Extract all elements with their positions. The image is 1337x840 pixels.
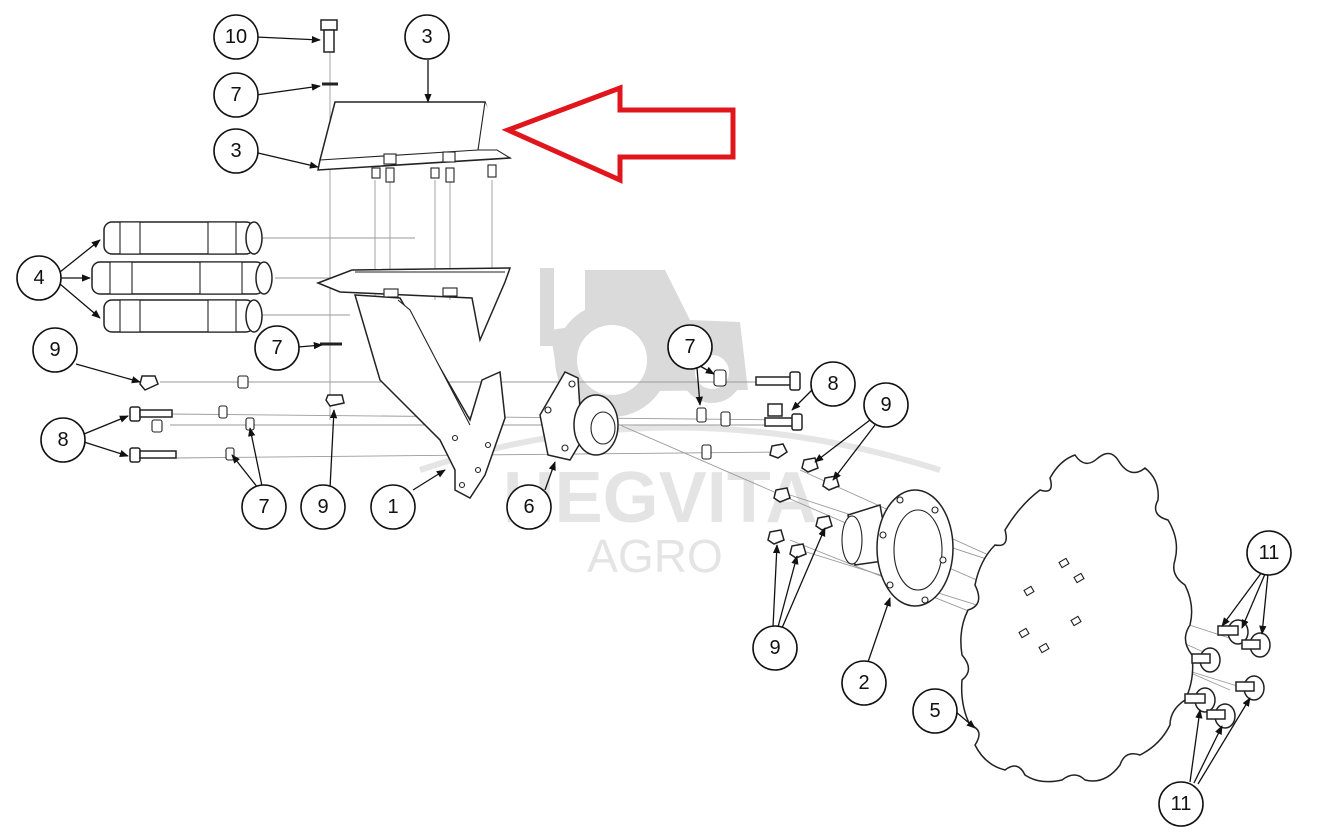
svg-text:4: 4 (33, 267, 44, 289)
leader-lines (59, 35, 1269, 785)
callout-2: 2 (841, 660, 887, 706)
callout-7-top: 7 (213, 72, 259, 118)
part-1-frame-bracket (315, 267, 512, 499)
svg-text:1: 1 (387, 496, 398, 518)
part-4-rollers (91, 221, 273, 333)
svg-text:11: 11 (1259, 542, 1280, 564)
watermark-brand: HEGVITA (503, 458, 818, 538)
svg-text:3: 3 (230, 140, 241, 162)
svg-text:7: 7 (684, 336, 695, 358)
svg-text:11: 11 (1171, 793, 1192, 815)
part-11-carriage-bolts (1184, 619, 1271, 729)
callout-7-bottom: 7 (241, 484, 287, 530)
callout-5: 5 (912, 688, 958, 734)
svg-text:5: 5 (929, 700, 940, 722)
part-3-cover (317, 101, 512, 183)
left-fasteners (129, 375, 255, 463)
watermark-sub: AGRO (587, 530, 722, 582)
callout-9-right: 9 (863, 382, 909, 428)
svg-text:9: 9 (880, 394, 891, 416)
callout-4: 4 (16, 255, 62, 301)
svg-text:7: 7 (230, 84, 241, 106)
svg-text:7: 7 (258, 496, 269, 518)
callout-11-bottom: 11 (1158, 781, 1204, 827)
callout-8-left: 8 (40, 417, 86, 463)
callout-3-left: 3 (213, 128, 259, 174)
part-9-nut-center (325, 394, 345, 407)
right-fasteners (696, 369, 803, 460)
svg-text:9: 9 (49, 339, 60, 361)
callout-7-mid: 7 (254, 325, 300, 371)
svg-text:10: 10 (225, 26, 247, 48)
callout-9-bottom: 9 (300, 484, 346, 530)
highlight-arrow-icon (501, 84, 736, 184)
svg-text:9: 9 (317, 496, 328, 518)
part-2-hub (841, 489, 954, 607)
callout-6: 6 (506, 484, 552, 530)
part-6-bearing-plate (539, 371, 619, 461)
callout-9-left: 9 (32, 327, 78, 373)
callout-9-lower: 9 (752, 625, 798, 671)
svg-text:7: 7 (271, 337, 282, 359)
callout-11-top: 11 (1246, 530, 1292, 576)
part-10-bolt (320, 19, 338, 53)
svg-text:3: 3 (421, 26, 432, 48)
svg-text:8: 8 (827, 373, 838, 395)
svg-text:6: 6 (523, 496, 534, 518)
callout-3-top: 3 (404, 14, 450, 60)
part-5-notched-disc (960, 452, 1194, 783)
callout-1: 1 (370, 484, 416, 530)
svg-text:8: 8 (57, 429, 68, 451)
callout-8-right: 8 (810, 361, 856, 407)
callout-10: 10 (213, 14, 259, 60)
callout-7-right: 7 (667, 324, 713, 370)
svg-text:2: 2 (858, 672, 869, 694)
callouts: 10 3 7 3 4 9 7 8 7 9 1 6 7 8 9 9 2 5 11 … (16, 14, 1292, 827)
svg-text:9: 9 (769, 637, 780, 659)
part-9-hub-nuts (767, 457, 840, 559)
